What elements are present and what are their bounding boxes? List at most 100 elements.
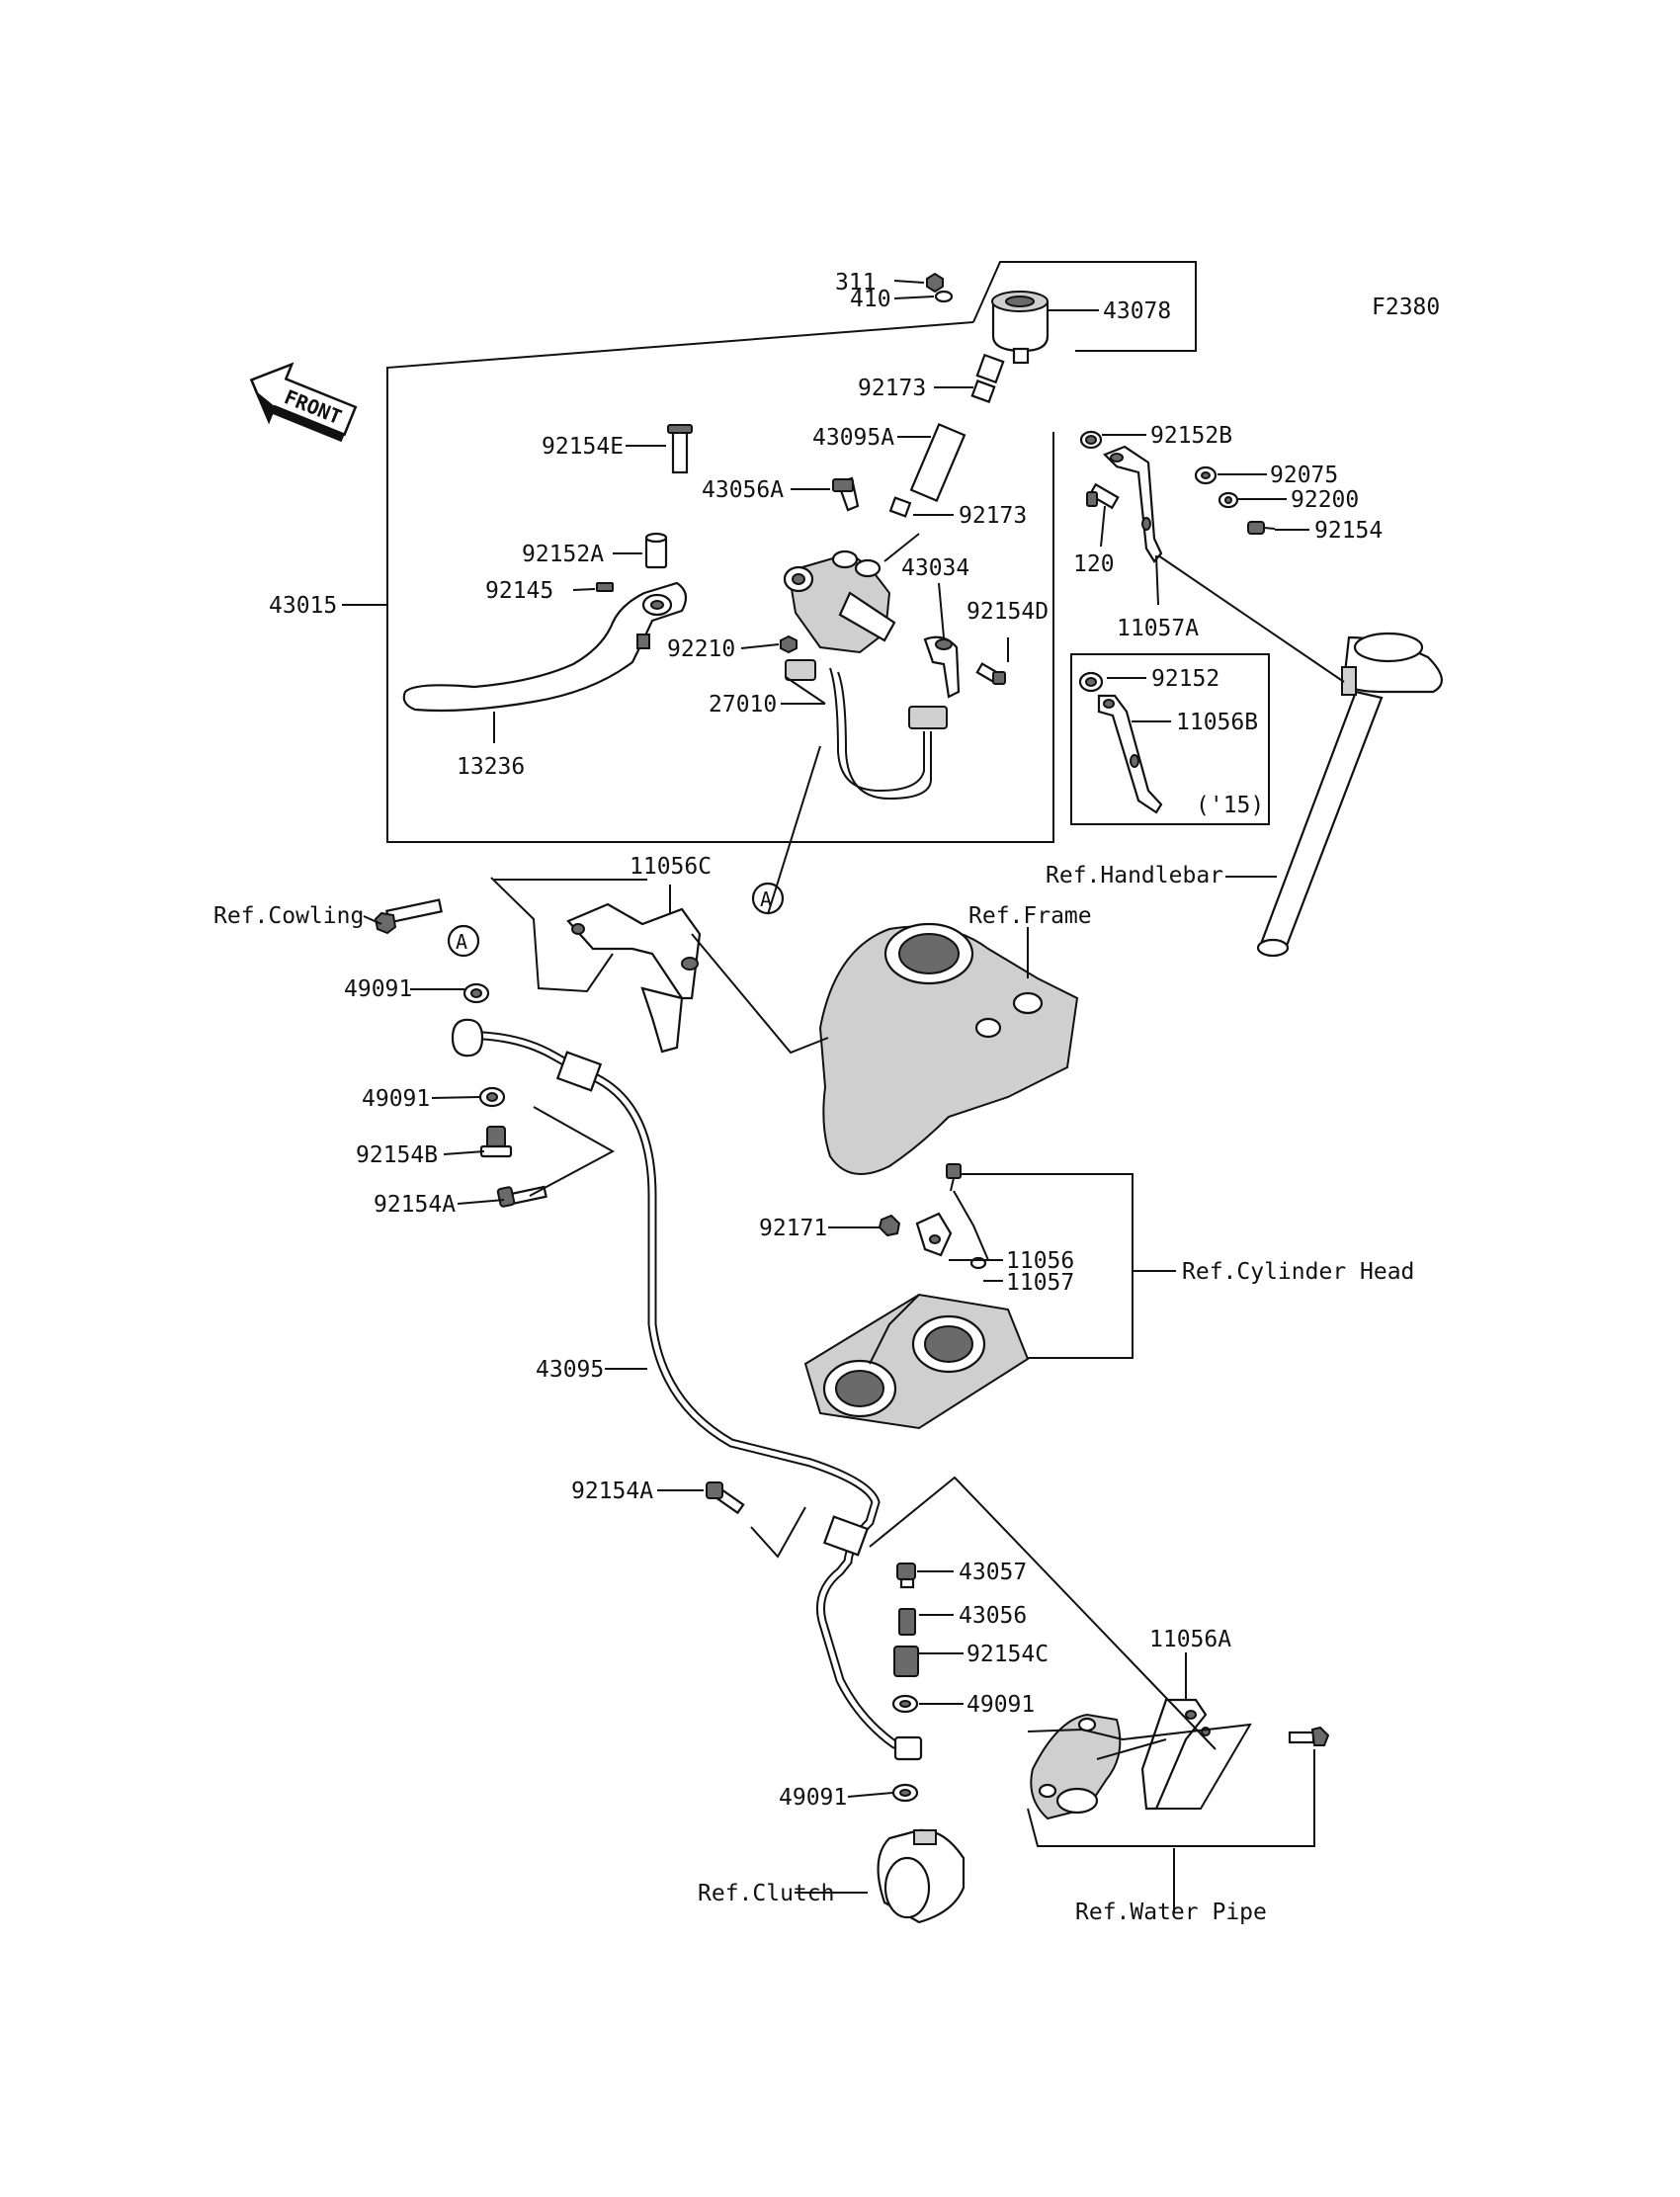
washer-92200: [1218, 491, 1239, 509]
clutch-hose-43095: [451, 1018, 899, 1749]
label-ref-frame: Ref.Frame: [968, 903, 1092, 929]
clamp-43034: [923, 635, 961, 699]
label-ref-clutch: Ref.Clutch: [698, 1881, 834, 1906]
label-11056: 11056: [1006, 1248, 1074, 1274]
label-92152B: 92152B: [1150, 423, 1232, 449]
bolt-92154C: [893, 1646, 919, 1677]
banjo-lower: [893, 1735, 923, 1761]
nut-92210: [780, 634, 798, 654]
front-direction-arrow: FRONT: [249, 362, 358, 443]
frame-ref: [818, 922, 1079, 1175]
reference-connectors: [490, 745, 1315, 1847]
bracket-2015-frame: [1070, 653, 1270, 825]
label-43095A: 43095A: [812, 425, 894, 451]
lever-13236: [402, 581, 688, 713]
label-92154B: 92154B: [356, 1142, 438, 1168]
callout-a-lower: A: [447, 924, 480, 958]
label-92154C: 92154C: [966, 1642, 1049, 1667]
label-43056: 43056: [959, 1603, 1027, 1629]
bolt-92154: [1247, 521, 1276, 535]
svg-text:A: A: [456, 930, 467, 954]
reservoir-frame: [972, 261, 1197, 352]
bracket-11056-11057: [915, 1212, 987, 1270]
figure-code: F2380: [1372, 295, 1440, 320]
label-ref-cylinder-head: Ref.Cylinder Head: [1182, 1259, 1414, 1285]
label-92154A-lower: 92154A: [571, 1479, 653, 1504]
water-pipe-ref: [1030, 1713, 1122, 1820]
washer-92075: [1194, 465, 1218, 485]
label-120: 120: [1073, 551, 1115, 577]
joint-92173-mid: [888, 496, 912, 518]
label-92152: 92152: [1151, 666, 1219, 692]
cylinder-head-ref-frame: [951, 1173, 1134, 1359]
label-92173-top: 92173: [858, 376, 926, 401]
label-ref-handlebar: Ref.Handlebar: [1046, 863, 1223, 888]
bolt-cylinder-head: [946, 1163, 962, 1192]
label-11057: 11057: [1006, 1270, 1074, 1296]
pin-92154E: [667, 424, 693, 474]
fitting-43056A: [832, 476, 860, 512]
joint-92173-top: [970, 353, 1005, 404]
label-year-note: ('15): [1196, 793, 1264, 818]
cylinder-head-ref: [803, 1293, 1030, 1430]
leader-lines: [342, 280, 1345, 1912]
label-49091-lower-b: 49091: [779, 1785, 847, 1811]
label-92152A: 92152A: [522, 542, 604, 567]
banjo-49091-upper: [462, 982, 490, 1004]
label-49091-lower-a: 49091: [966, 1692, 1035, 1718]
label-92154D: 92154D: [966, 599, 1049, 625]
nut-311: [926, 272, 944, 294]
label-92210: 92210: [667, 636, 735, 662]
assembly-frames: [386, 261, 1270, 1359]
bracket-11057A: [1103, 445, 1163, 563]
label-11056A: 11056A: [1149, 1627, 1231, 1652]
washer-410: [934, 290, 954, 303]
bracket-11056A: [1140, 1698, 1211, 1811]
svg-text:A: A: [760, 887, 772, 911]
bolt-92171: [878, 1214, 901, 1237]
switch-27010: [785, 659, 948, 801]
label-92075: 92075: [1270, 463, 1338, 488]
assembly-43015-frame: [386, 321, 1054, 843]
bleeder-43056: [898, 1608, 916, 1636]
bolt-92154A-upper: [496, 1185, 547, 1208]
label-49091-mid: 49091: [362, 1086, 430, 1112]
reservoir-43078: [991, 291, 1050, 365]
label-49091-upper: 49091: [344, 976, 412, 1002]
label-43095: 43095: [536, 1357, 604, 1383]
banjo-49091-mid: [478, 1086, 506, 1108]
label-92200: 92200: [1291, 487, 1359, 513]
cap-43057: [896, 1563, 916, 1589]
label-43056A: 43056A: [702, 477, 784, 503]
label-ref-cowling: Ref.Cowling: [213, 903, 364, 929]
handlebar-ref: [1256, 632, 1443, 958]
banjo-bolt-92154B: [479, 1126, 513, 1158]
label-43034: 43034: [901, 555, 969, 581]
label-410: 410: [850, 287, 891, 312]
bolt-120: [1086, 482, 1120, 510]
nut-92152B: [1079, 430, 1103, 450]
bracket-11056B: [1097, 694, 1163, 814]
hose-43095A: [909, 422, 966, 503]
pin-92145: [596, 582, 614, 592]
bolt-water-pipe: [1288, 1726, 1330, 1746]
label-92154: 92154: [1314, 518, 1383, 544]
label-92171: 92171: [759, 1216, 827, 1241]
clutch-slave-ref: [877, 1828, 966, 1924]
label-ref-water-pipe: Ref.Water Pipe: [1075, 1900, 1267, 1925]
label-11056C: 11056C: [630, 854, 712, 880]
label-43015: 43015: [269, 593, 337, 619]
label-92145: 92145: [485, 578, 553, 604]
label-92154A-upper: 92154A: [374, 1192, 456, 1218]
label-43078: 43078: [1103, 298, 1171, 324]
reference-labels: Ref.Cowling Ref.Frame Ref.Handlebar Ref.…: [213, 863, 1414, 1925]
washer-49091-lower-a: [891, 1694, 919, 1714]
part-labels: 311 410 43078 92173 43095A 92152B 92075 …: [269, 270, 1383, 1811]
label-27010: 27010: [709, 692, 777, 718]
master-cylinder-43034: [783, 549, 896, 654]
label-11057A: 11057A: [1117, 616, 1199, 641]
bolt-92154D: [975, 662, 1006, 685]
nut-92152: [1078, 671, 1104, 693]
collar-92152A: [644, 532, 668, 569]
